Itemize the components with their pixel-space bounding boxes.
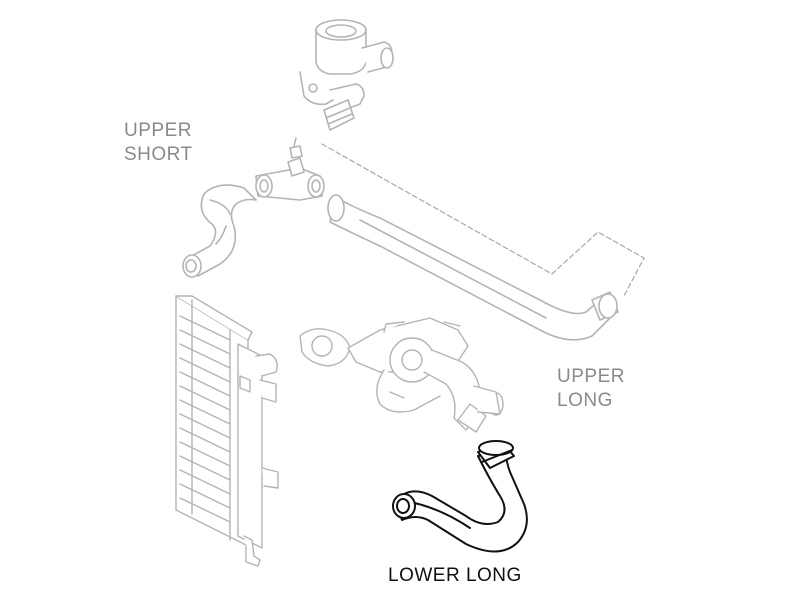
upper-long-hose (327, 194, 619, 341)
water-pump (299, 317, 504, 433)
lower-long-hose (392, 440, 528, 553)
lower-long-label-text: LOWER LONG (388, 565, 522, 586)
leader-lines (321, 143, 645, 297)
upper-long-label-line1: UPPER (557, 366, 625, 387)
radiator (175, 295, 279, 567)
upper-short-label-line2: SHORT (124, 144, 193, 165)
upper-short-label-line1: UPPER (124, 120, 192, 141)
thermostat-housing (299, 19, 394, 131)
upper-long-label: UPPER LONG (557, 365, 625, 413)
lower-long-label: LOWER LONG (388, 564, 522, 588)
upper-short-label: UPPER SHORT (124, 119, 193, 167)
upper-long-label-line2: LONG (557, 390, 613, 411)
upper-short-hose (182, 137, 325, 278)
